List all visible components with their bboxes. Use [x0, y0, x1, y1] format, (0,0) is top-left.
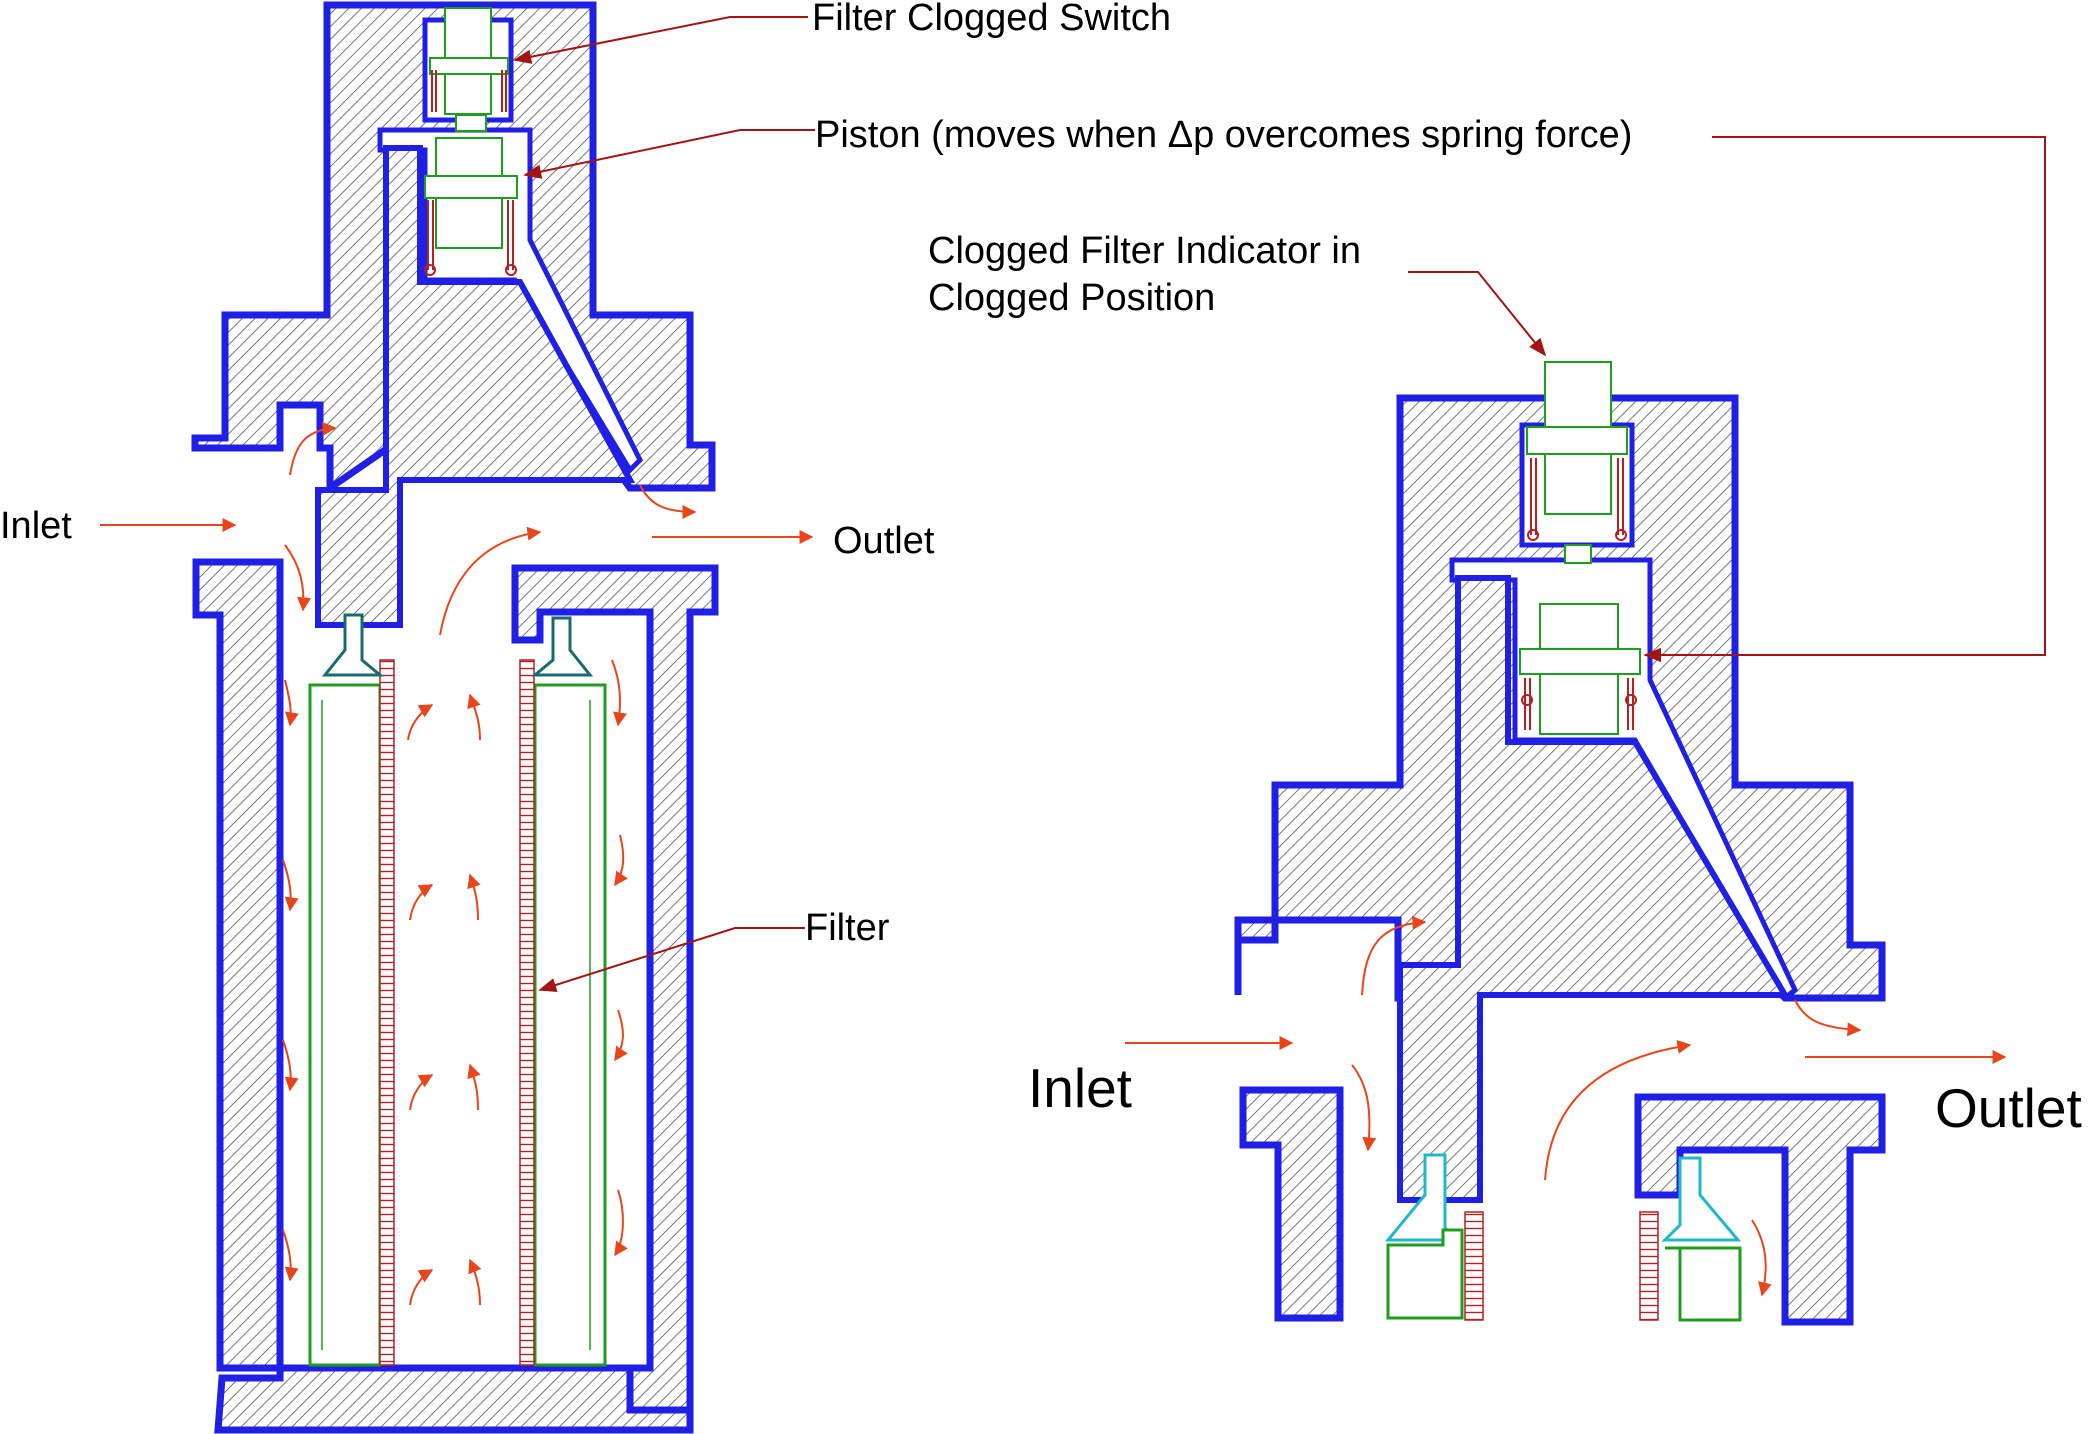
left-filter-element	[308, 613, 607, 1367]
right-bowl-wall-right	[1634, 1093, 1886, 1326]
left-nozzle-left	[321, 613, 385, 677]
right-filter-assembly	[1125, 136, 2046, 1326]
left-filter-clogged-switch	[429, 7, 509, 132]
left-center-body	[315, 145, 636, 628]
label-piston: Piston (moves when Δp overcomes spring f…	[815, 114, 1632, 156]
leader-piston-right	[1643, 136, 2046, 663]
left-bowl-bottom	[214, 1364, 694, 1434]
right-flow-arrows	[1125, 915, 2007, 1297]
right-filter-element	[1384, 1153, 1742, 1322]
left-filter-mesh-right	[519, 659, 535, 1366]
right-center-body	[1397, 575, 1791, 1203]
left-flow-arrows	[100, 421, 814, 1306]
label-inlet-right: Inlet	[1028, 1057, 1132, 1119]
label-indicator-line1: Clogged Filter Indicator in	[928, 230, 1361, 272]
right-piston	[1519, 603, 1641, 735]
leader-switch	[513, 16, 808, 64]
left-leader-lines	[513, 16, 815, 992]
label-outlet-right: Outlet	[1935, 1077, 2082, 1139]
right-leader-lines	[1408, 136, 2046, 663]
right-clogged-filter-indicator	[1526, 361, 1628, 564]
right-filter-mesh-right	[1639, 1211, 1659, 1321]
left-filter-assembly	[100, 1, 815, 1434]
leader-indicator	[1408, 271, 1547, 357]
label-indicator-line2: Clogged Position	[928, 277, 1215, 319]
right-filter-mesh-left	[1464, 1211, 1484, 1321]
leader-filter	[538, 927, 805, 992]
label-filter-clogged-switch: Filter Clogged Switch	[812, 0, 1171, 39]
left-piston	[424, 137, 518, 276]
label-outlet-left: Outlet	[833, 520, 935, 562]
left-nozzle-right	[530, 616, 594, 677]
right-nozzle-right	[1661, 1156, 1742, 1242]
leader-piston-left	[523, 129, 815, 179]
label-filter: Filter	[805, 907, 890, 949]
left-filter-mesh-left	[379, 659, 395, 1366]
labels: Filter Clogged Switch Piston (moves when…	[0, 0, 2082, 1139]
left-bowl-wall-left	[192, 558, 284, 1372]
right-bowl-wall-left	[1239, 1086, 1344, 1322]
label-inlet-left: Inlet	[0, 505, 72, 547]
